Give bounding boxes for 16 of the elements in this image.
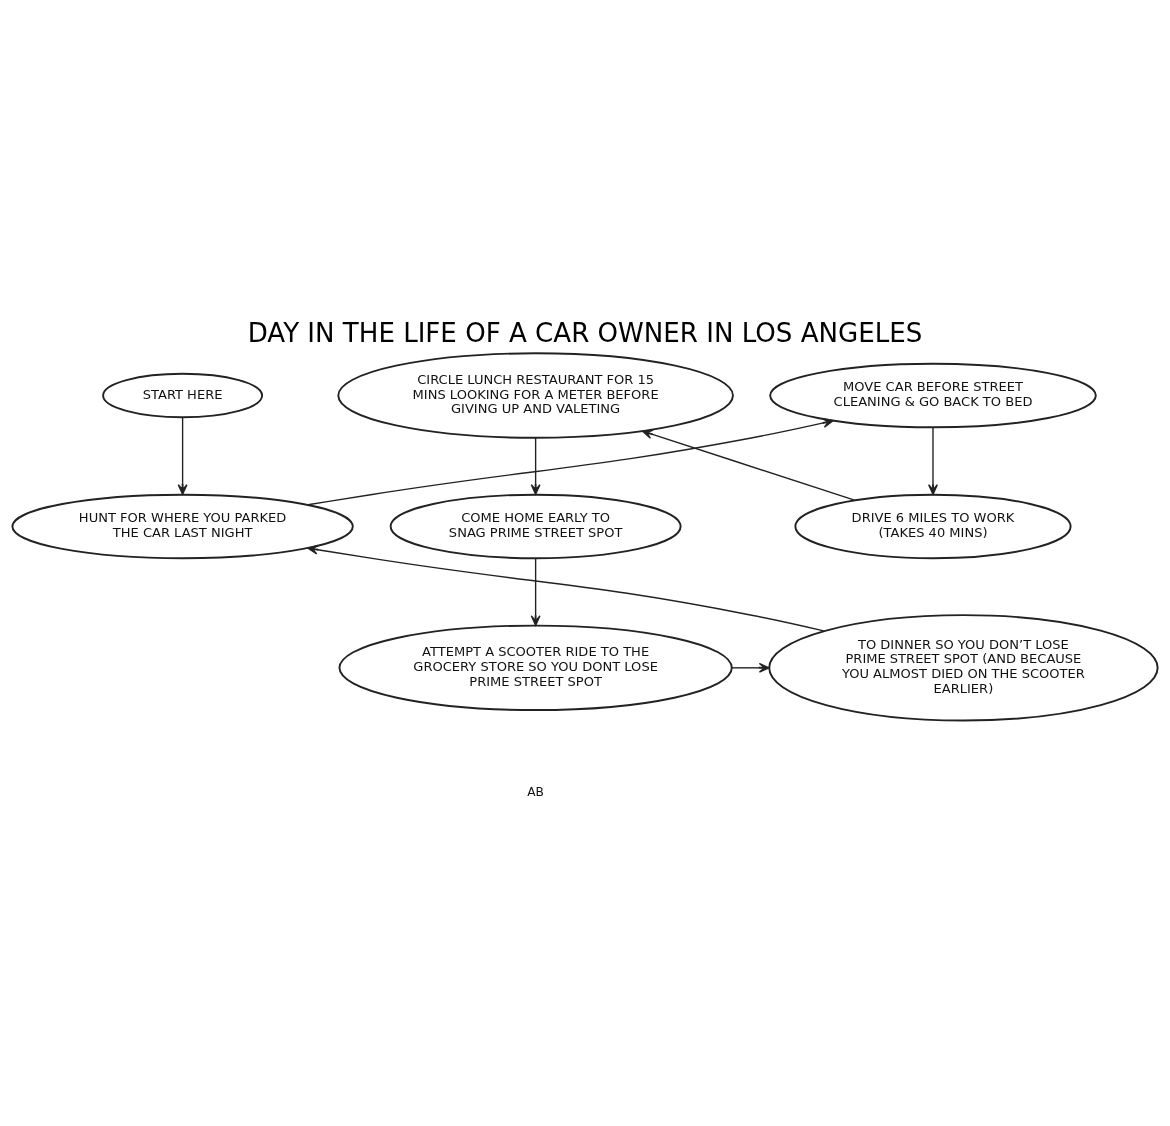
- node-ellipse: DRIVE 6 MILES TO WORK (TAKES 40 MINS): [794, 493, 1072, 560]
- node-ellipse: COME HOME EARLY TO SNAG PRIME STREET SPOT: [389, 493, 682, 560]
- arrow: [307, 544, 825, 632]
- arrow: [928, 427, 938, 496]
- arrow: [177, 416, 188, 495]
- arrow: [641, 429, 856, 501]
- node-ellipse: ATTEMPT A SCOOTER RIDE TO THE GROCERY STORE SO YOU DONT LOSE PRIME STREET SPOT: [338, 624, 733, 712]
- arrow: [530, 557, 541, 627]
- node-ellipse: HUNT FOR WHERE YOU PARKED THE CAR LAST NIGHT: [11, 493, 354, 560]
- label: AB: [527, 785, 544, 800]
- node-ellipse: START HERE: [102, 372, 264, 419]
- arrow: [307, 418, 834, 506]
- node-ellipse: TO DINNER SO YOU DON’T LOSE PRIME STREET SPOT (AND BECAUSE YOU ALMOST DIED ON THE SCOOTER EARLIER): [768, 614, 1159, 722]
- diagram-title: DAY IN THE LIFE OF A CAR OWNER IN LOS ANGELES: [247, 317, 923, 348]
- arrow: [530, 437, 541, 496]
- arrow: [731, 662, 770, 673]
